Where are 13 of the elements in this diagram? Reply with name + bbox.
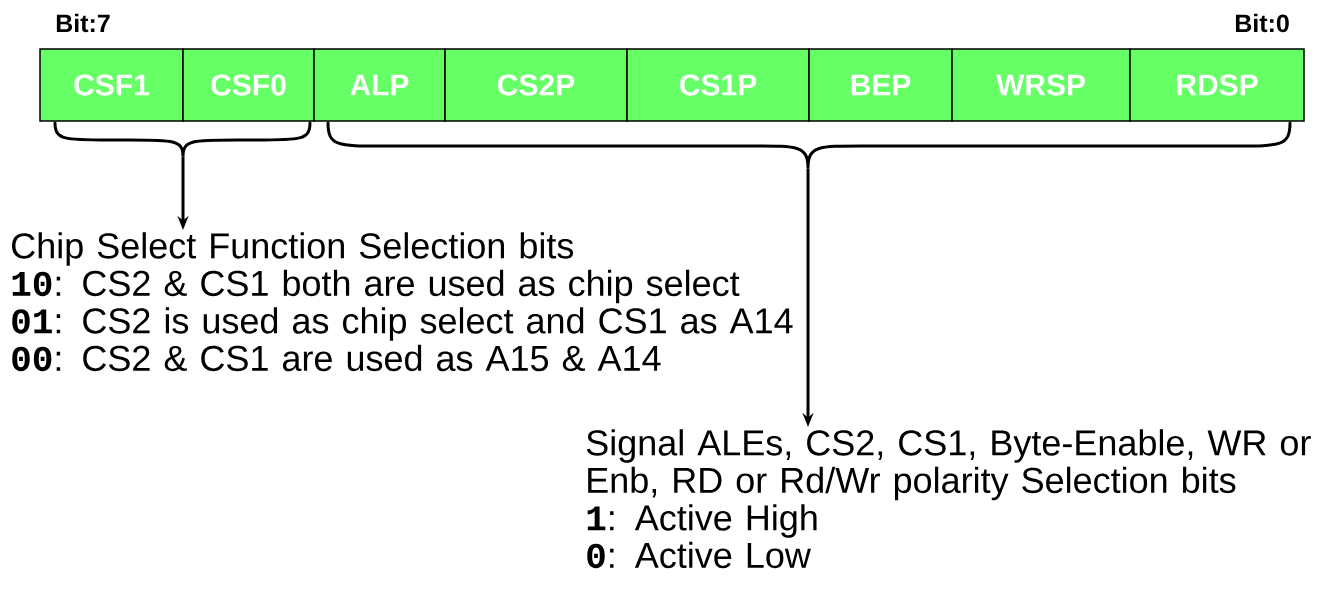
description-text: Signal ALEs, CS2, CS1, Byte-Enable, WR or Enb, RD or Rd/Wr polarity Selection bits 1: Active High 0: Active Low xyxy=(586,429,1311,569)
bit-cell: ALP xyxy=(313,48,446,122)
description-text: Chip Select Function Selection bits 10: CS2 & CS1 both are used as chip select 01: CS2 is used as chip select and CS1 as A14 00: CS2 & CS1 are used as A15 & A14 xyxy=(12,232,793,372)
bit-cell: BEP xyxy=(808,48,953,122)
brace xyxy=(326,121,1292,170)
bit-cell: CSF0 xyxy=(182,48,315,122)
bit-cell: CS1P xyxy=(626,48,810,122)
bit-cell: WRSP xyxy=(951,48,1131,122)
bit-label: Bit:7 xyxy=(56,13,110,33)
bit-cell: CSF1 xyxy=(39,48,184,122)
bit-cell: RDSP xyxy=(1129,48,1305,122)
brace xyxy=(53,121,312,158)
bit-cell: CS2P xyxy=(444,48,628,122)
